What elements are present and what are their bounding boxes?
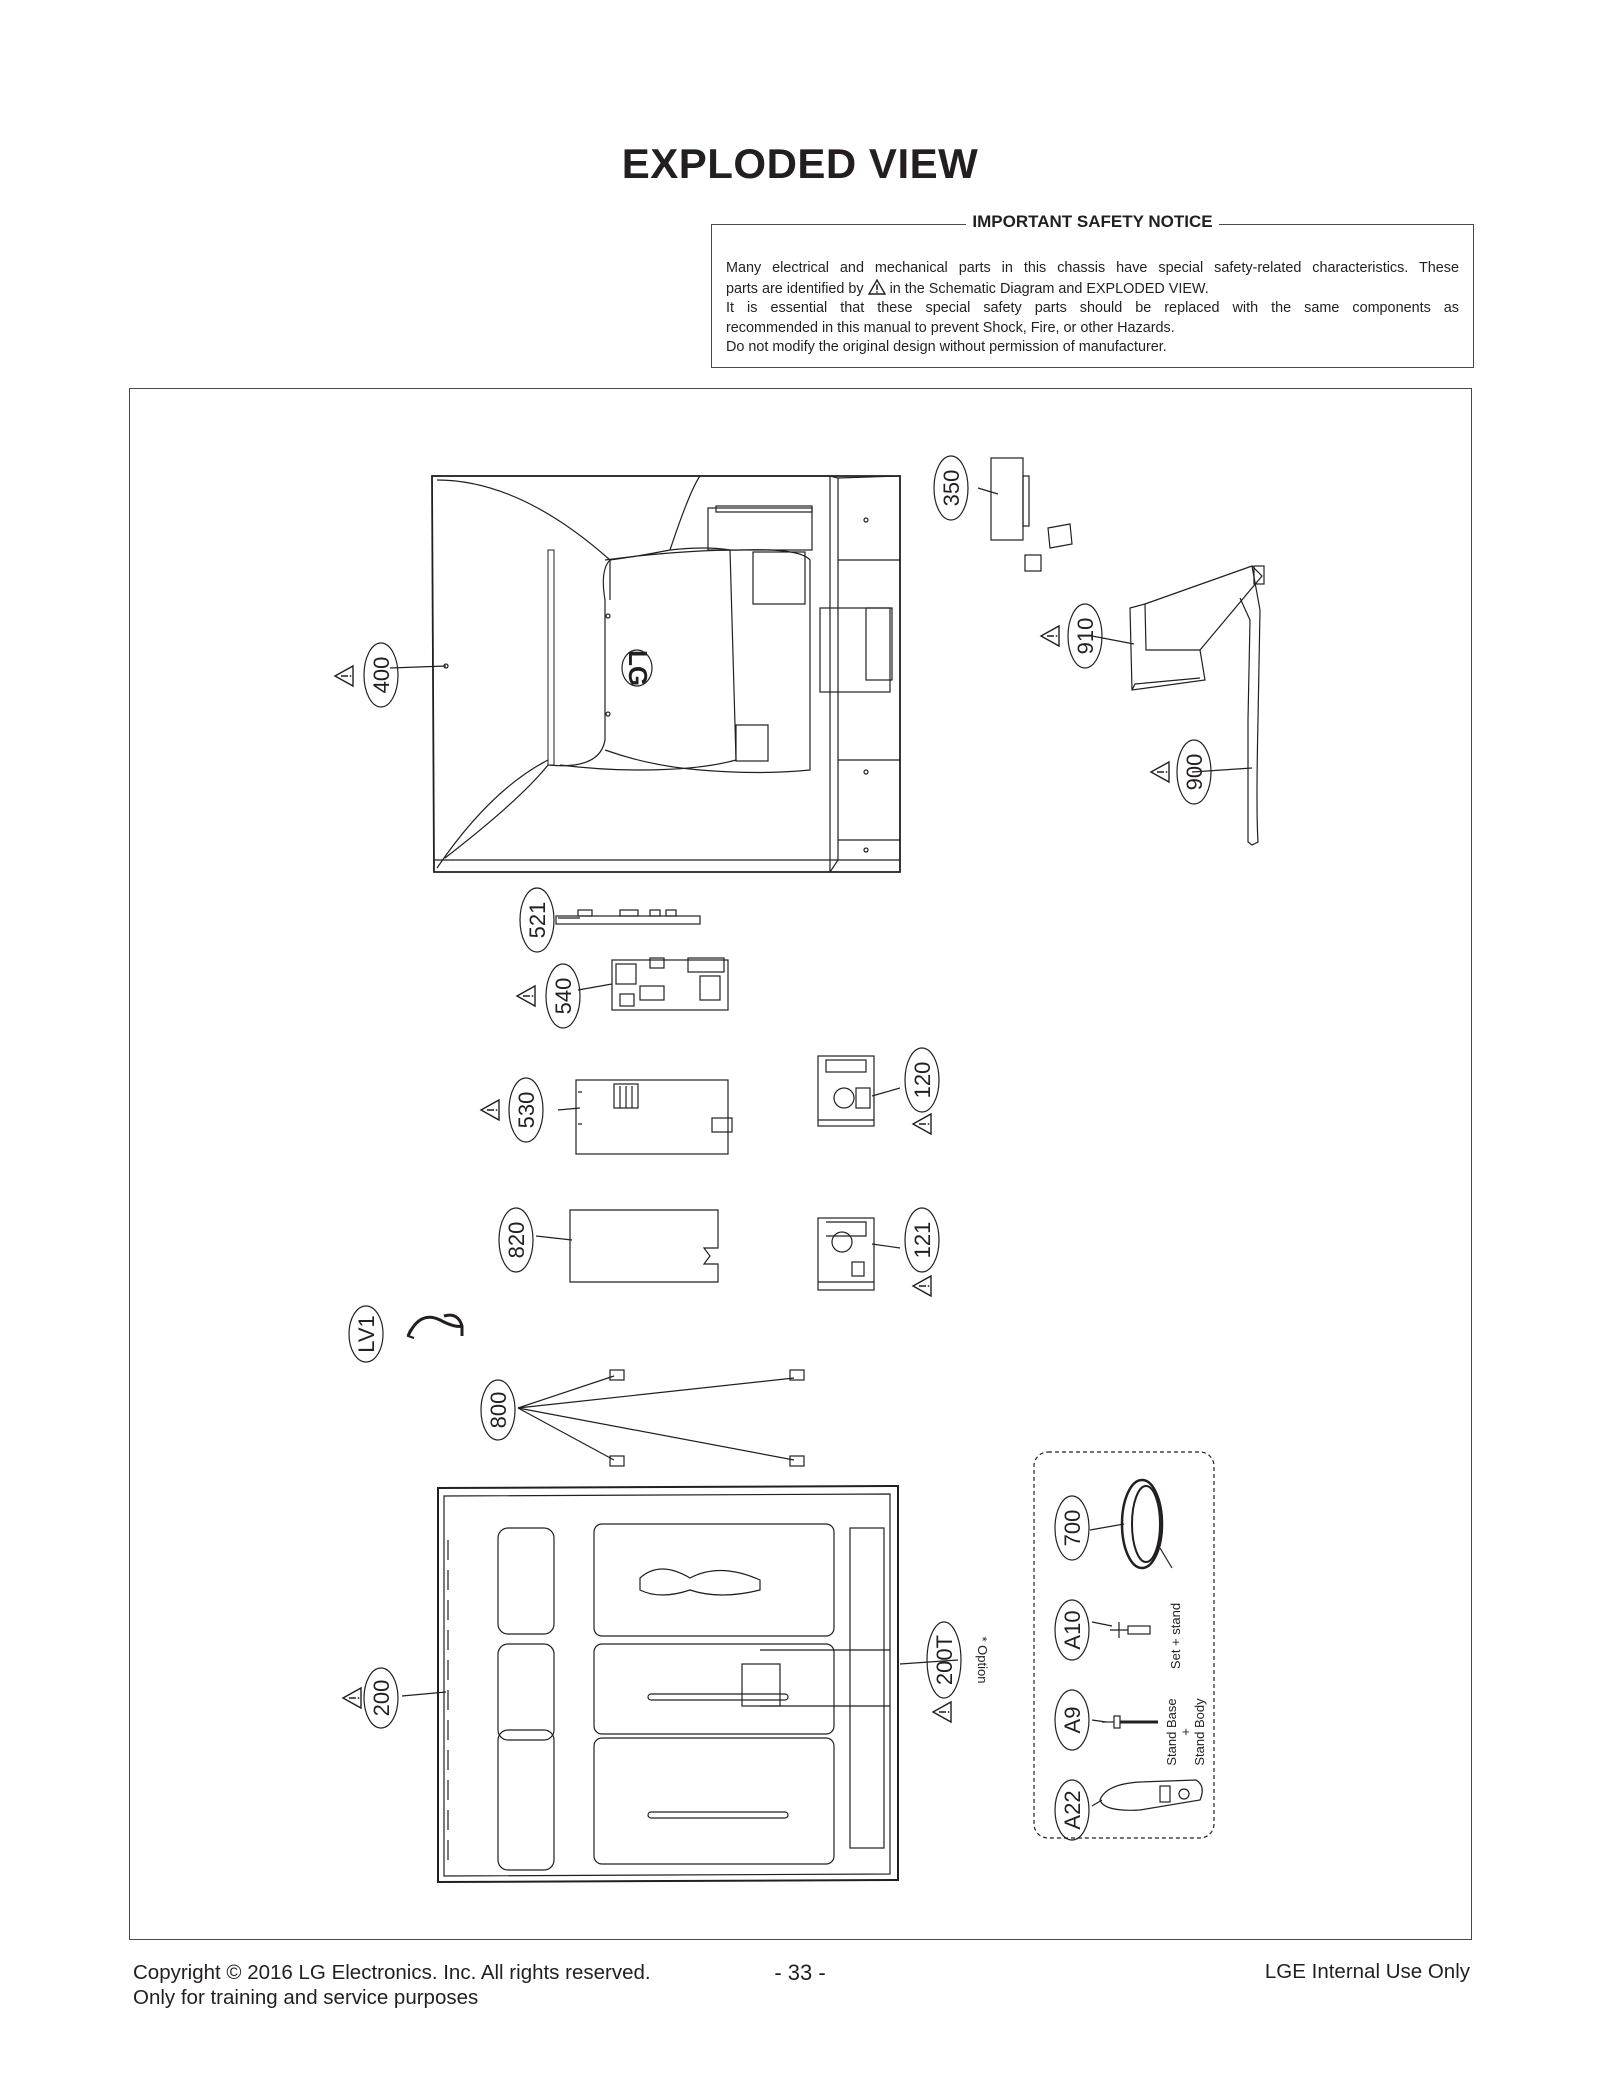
callout-910 (1067, 603, 1103, 669)
copyright-text: Copyright © 2016 LG Electronics. Inc. Al… (133, 1961, 651, 1984)
callout-540 (545, 963, 581, 1029)
part-label-200t: 200T (932, 1635, 957, 1685)
part-label-a22: A22 (1060, 1790, 1085, 1829)
part-label-700: 700 (1060, 1510, 1085, 1547)
stand-plus-note: + (1178, 1728, 1193, 1736)
callout-521 (519, 887, 555, 953)
safety-notice-box: IMPORTANT SAFETY NOTICE Many electrical … (711, 212, 1474, 368)
part-label-910: 910 (1073, 618, 1098, 655)
stand-base-note: Stand Base (1164, 1698, 1179, 1765)
lg-logo-text: LG (623, 650, 653, 686)
board-521-drawing (555, 909, 701, 925)
clips-800-drawing (517, 1369, 805, 1467)
callout-800 (480, 1379, 516, 1441)
part-label-820: 820 (504, 1222, 529, 1259)
safety-notice-line-2-pre: parts are identified by (726, 280, 864, 297)
safety-notice-line-3: It is essential that these special safet… (726, 300, 1459, 316)
warning-triangle-icon (516, 985, 536, 1007)
back-cover-drawing: LG (431, 475, 901, 873)
safety-notice-heading-wrap: IMPORTANT SAFETY NOTICE (712, 212, 1473, 232)
warning-triangle-icon (334, 665, 354, 687)
diagram-frame (129, 388, 1472, 1940)
part-label-a10: A10 (1060, 1610, 1085, 1649)
page-number: - 33 - (774, 1960, 826, 1985)
page-title: EXPLODED VIEW (621, 140, 979, 187)
option-note: * Option (975, 1637, 990, 1684)
part-label-521: 521 (525, 902, 550, 939)
safety-notice-body: Many electrical and mechanical parts in … (726, 259, 1459, 358)
callout-820 (498, 1207, 534, 1273)
warning-triangle-icon (1040, 625, 1060, 647)
callout-a22 (1054, 1779, 1090, 1841)
safety-notice-line-4: recommended in this manual to prevent Sh… (726, 319, 1175, 336)
part-label-800: 800 (486, 1392, 511, 1429)
stand-body-note: Stand Body (1192, 1698, 1207, 1766)
warning-triangle-icon (480, 1099, 500, 1121)
callout-200t (926, 1621, 962, 1699)
warning-triangle-icon (932, 1701, 952, 1723)
chassis-200-drawing (437, 1484, 899, 1884)
part-label-200: 200 (369, 1680, 394, 1717)
bracket-350-drawing (990, 457, 1073, 572)
safety-notice-line-2-post: in the Schematic Diagram and EXPLODED VI… (889, 280, 1209, 297)
callout-530 (508, 1077, 544, 1143)
footer-copyright: Copyright © 2016 LG Electronics. Inc. Al… (133, 1960, 651, 2010)
part-label-540: 540 (551, 978, 576, 1015)
board-540-drawing (611, 957, 729, 1011)
part-label-a9: A9 (1060, 1707, 1085, 1734)
part-label-350: 350 (939, 470, 964, 507)
part-label-530: 530 (514, 1092, 539, 1129)
part-label-120: 120 (910, 1062, 935, 1099)
training-text: Only for training and service purposes (133, 1986, 479, 2009)
warning-triangle-icon (912, 1113, 932, 1135)
callout-200 (363, 1667, 399, 1729)
set-stand-note: Set + stand (1168, 1603, 1183, 1669)
part-label-121: 121 (910, 1222, 935, 1259)
internal-use-text: LGE Internal Use Only (1264, 1960, 1470, 1983)
part-label-900: 900 (1182, 754, 1207, 791)
safety-notice-heading: IMPORTANT SAFETY NOTICE (966, 212, 1219, 231)
callout-700 (1054, 1495, 1090, 1561)
callout-120 (904, 1047, 940, 1113)
warning-triangle-icon (342, 1687, 362, 1709)
safety-notice-line-1: Many electrical and mechanical parts in … (726, 260, 1459, 276)
warning-triangle-icon (867, 278, 886, 295)
warning-triangle-icon (1150, 761, 1170, 783)
sheet-820-drawing (569, 1209, 719, 1283)
board-530-drawing (575, 1079, 733, 1155)
callout-lv1 (348, 1305, 384, 1363)
part-label-400: 400 (369, 657, 394, 694)
stand-drawing (1129, 565, 1265, 846)
cable-lv1-drawing (406, 1313, 464, 1339)
safety-notice-line-2: parts are identified by in the Schematic … (726, 278, 1459, 300)
safety-notice-line-5: Do not modify the original design withou… (726, 339, 1167, 355)
warning-triangle-icon (912, 1275, 932, 1297)
callout-400 (363, 642, 399, 708)
callout-a9 (1054, 1689, 1090, 1751)
callout-350 (933, 455, 969, 521)
speaker-120-drawing (817, 1055, 875, 1127)
callout-900 (1176, 739, 1212, 805)
part-label-lv1: LV1 (354, 1315, 379, 1353)
callout-a10 (1054, 1599, 1090, 1661)
callout-121 (904, 1207, 940, 1273)
speaker-121-drawing (817, 1217, 875, 1291)
